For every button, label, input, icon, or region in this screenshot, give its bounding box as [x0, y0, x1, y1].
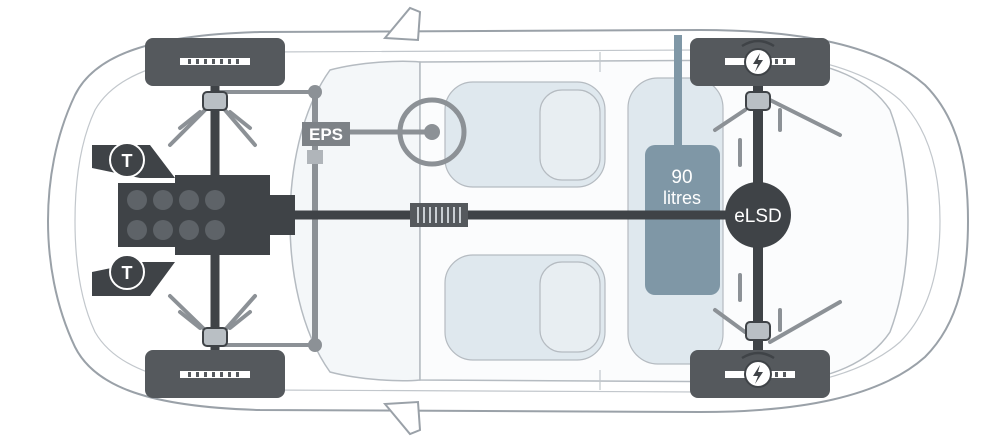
elsd-differential: [725, 182, 791, 248]
mirror-top: [382, 6, 422, 42]
rotation-arrow-top-icon: [741, 39, 775, 48]
motor-icon-rear-left: [744, 48, 772, 76]
fuel-filler-pipe: [674, 35, 682, 150]
steering-wheel: [397, 97, 467, 167]
steering-hub: [424, 124, 440, 140]
rotation-arrow-bottom-icon: [741, 351, 775, 360]
damper-rear-top: [745, 91, 771, 111]
coupling-ribs: [417, 207, 461, 223]
turbo-bottom: [109, 254, 145, 290]
tank-capacity-unit: litres: [663, 188, 701, 208]
windshield: [289, 60, 421, 382]
eps-badge: [302, 122, 350, 146]
front-seat-left-back: [539, 89, 601, 181]
elsd-label: eLSD: [734, 206, 782, 227]
shaft-coupling: [410, 203, 468, 227]
motor-icon-rear-right: [744, 360, 772, 388]
rack-joint-bottom: [308, 338, 322, 352]
eps-label: EPS: [309, 125, 343, 144]
wheels: [145, 38, 830, 398]
eps-boot-upper: [307, 150, 323, 164]
mirror-bottom: [382, 400, 422, 436]
rack-joint-top: [308, 85, 322, 99]
fuel-tank-body: [645, 145, 720, 295]
engine-cylinders: [127, 190, 225, 240]
damper-front-top: [202, 91, 228, 111]
turbo-top: [109, 142, 145, 178]
turbo-bottom-label: T: [122, 263, 133, 283]
damper-rear-bottom: [745, 321, 771, 341]
dampers: [202, 91, 771, 347]
suspension: [168, 98, 842, 344]
tread-slots: [188, 59, 786, 377]
damper-front-bottom: [202, 327, 228, 347]
turbo-top-label: T: [122, 151, 133, 171]
tank-capacity-value: 90: [671, 167, 692, 188]
fuel-tank: 90 litres: [645, 35, 720, 295]
front-seat-right-back: [539, 261, 601, 353]
